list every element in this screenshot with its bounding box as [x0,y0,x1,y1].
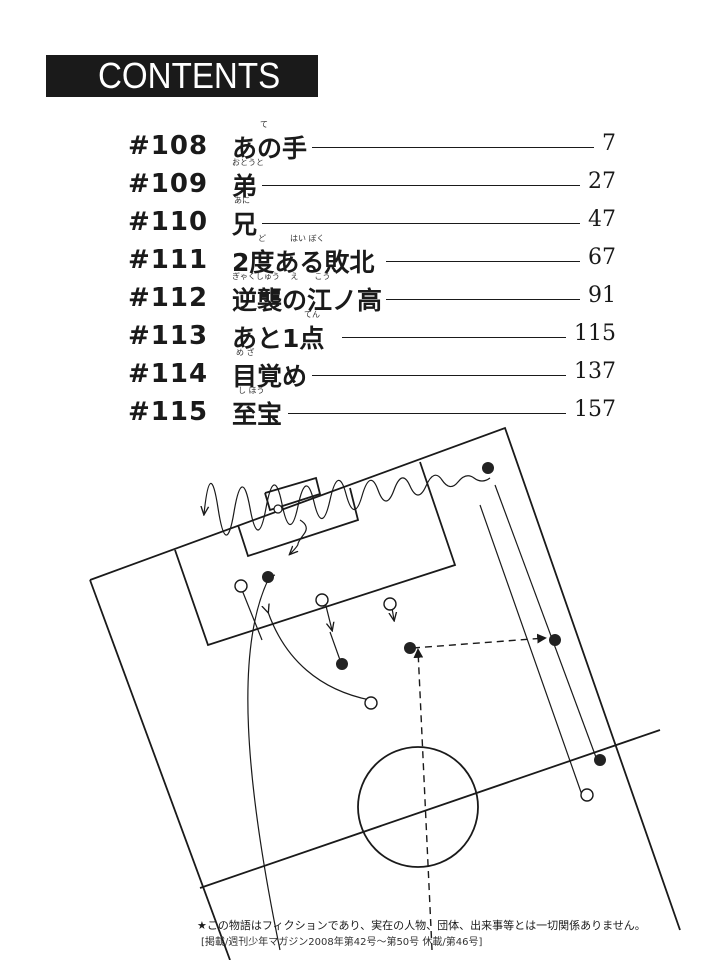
player-dark [336,658,348,670]
table-of-contents: #108 てあの手 7 #109 おとうと弟 27 #110 あに兄 47 #1… [0,0,720,440]
chapter-number: #113 [128,321,209,351]
run-arrow [239,584,263,641]
chapter-title: おとうと弟 [232,158,264,201]
page-title: CONTENTS [98,55,281,96]
chapter-title: ぎゃくしゅう え こう逆襲の江ノ高 [232,272,383,315]
chapter-ruby: ぎゃくしゅう え こう [232,272,331,281]
leader-line [262,185,580,186]
header-bar [46,55,318,97]
toc-row-112[interactable]: #112 ぎゃくしゅう え こう逆襲の江ノ高 91 [0,272,720,315]
toc-row-108[interactable]: #108 てあの手 7 [0,120,720,163]
run-arrow [494,484,598,761]
run-arrow [324,601,332,630]
player-light [273,504,283,514]
disclaimer-note: ★この物語はフィクションであり、実在の人物、団体、出来事等とは一切関係ありません… [197,919,646,932]
serialization-note: [掲載/週刊少年マガジン2008年第42号〜第50号 休載/第46号] [201,937,483,948]
center-circle [357,746,479,868]
chapter-number: #109 [128,169,209,199]
toc-row-110[interactable]: #110 あに兄 47 [0,196,720,239]
goal-area [237,487,360,558]
player-dark [262,571,274,583]
player-light [580,788,594,802]
leader-line [342,337,566,338]
player-light [234,579,248,593]
movement-arrows [204,474,598,951]
wavy-dribble [204,474,491,536]
chapter-ruby: め ざ [236,348,255,357]
leader-line [386,299,580,300]
chapter-page: 27 [588,169,616,194]
toc-row-115[interactable]: #115 し ほう至宝 157 [0,386,720,429]
pitch-side-line [89,579,231,960]
chapter-number: #108 [128,131,209,161]
players [234,462,606,802]
run-arrow [268,612,371,701]
chapter-page: 137 [574,359,616,384]
chapter-ruby: し ほう [238,386,265,395]
player-dark [594,754,606,766]
chapter-title: め ざ目覚め [232,348,308,391]
player-dark [549,634,561,646]
chapter-ruby: ど はい ぼく [258,234,325,243]
chapter-number: #111 [128,245,209,275]
chapter-page: 47 [588,207,616,232]
run-arrow [329,631,341,661]
penalty-box [174,461,457,647]
chapter-title: てんあと1点 [232,310,325,353]
chapter-page: 7 [602,131,616,156]
wavy-dribble [290,519,307,554]
leader-line [312,375,566,376]
run-arrow [479,504,583,796]
player-light [315,593,329,607]
chapter-page: 115 [574,321,616,346]
player-dark [404,642,416,654]
chapter-title: し ほう至宝 [232,386,283,429]
toc-row-109[interactable]: #109 おとうと弟 27 [0,158,720,201]
leader-line [312,147,594,148]
halfway-line [199,729,661,889]
toc-row-114[interactable]: #114 め ざ目覚め 137 [0,348,720,391]
chapter-ruby: て [260,120,268,129]
pass-lines [412,633,547,951]
player-light [383,597,397,611]
pitch-lines [89,426,681,960]
leader-line [288,413,566,414]
chapter-ruby: おとうと [232,158,264,167]
leader-line [262,223,580,224]
chapter-number: #112 [128,283,209,313]
goal [264,476,322,512]
pass-line [412,633,547,649]
chapter-number: #110 [128,207,209,237]
player-dark [482,462,494,474]
chapter-title: あに兄 [232,196,258,239]
player-light [364,696,378,710]
leader-line [386,261,580,262]
chapter-number: #114 [128,359,209,389]
pitch-left-line [89,426,681,931]
chapter-ruby: てん [304,310,320,319]
chapter-page: 67 [588,245,616,270]
chapter-page: 157 [574,397,616,422]
run-arrow [247,580,281,951]
chapter-ruby: あに [234,196,250,205]
toc-row-113[interactable]: #113 てんあと1点 115 [0,310,720,353]
pass-line [413,648,433,951]
chapter-title: てあの手 [232,120,308,163]
chapter-page: 91 [588,283,616,308]
chapter-number: #115 [128,397,209,427]
